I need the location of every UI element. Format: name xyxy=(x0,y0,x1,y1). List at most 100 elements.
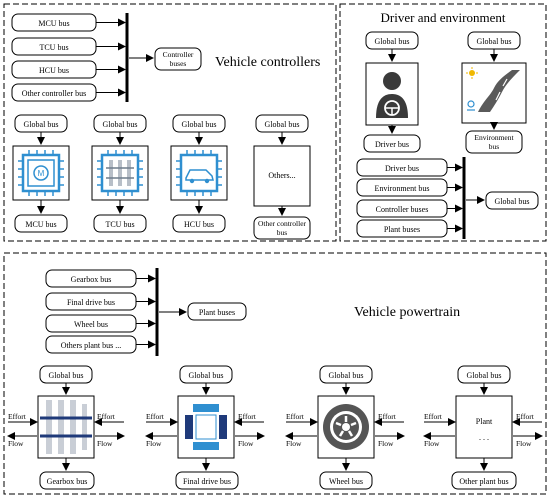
label-vp-effort: Effort xyxy=(424,412,443,421)
label-vc-units-3-out-1: bus xyxy=(277,228,288,237)
label-vp-inputs-1: Final drive bus xyxy=(67,298,115,307)
label-vp-flow: Flow xyxy=(424,439,440,448)
label-vp-units-3-inner-0: Plant xyxy=(476,417,493,426)
vc-unit-hcu: Global bus HCU bus xyxy=(170,114,228,233)
label-de-inputs-0: Driver bus xyxy=(385,164,419,173)
label-vp-effort: Effort xyxy=(97,412,116,421)
vp-output-bus: Plant buses xyxy=(187,302,247,321)
label-vc-units-2-out-0: HCU bus xyxy=(184,220,214,229)
final-drive-icon xyxy=(185,404,227,450)
de-input-bus: Driver bus xyxy=(356,158,463,177)
vp-input-bus: Final drive bus xyxy=(45,292,156,311)
de-input-buses: Driver bus Environment bus Controller bu… xyxy=(356,158,463,238)
vp-unit-other-plant: Global bus Plant . . . Effort Flow Effor… xyxy=(423,365,543,490)
label-vp-units-3-in: Global bus xyxy=(467,371,502,380)
label-vc-output-1: buses xyxy=(170,59,187,68)
vp-input-bus: Gearbox bus xyxy=(45,269,156,288)
vp-unit-final-drive: Global bus Effort Flow Effort Flow Final… xyxy=(145,365,265,490)
label-vp-flow: Flow xyxy=(516,439,532,448)
label-de-units-1-out-0: Environment xyxy=(474,133,514,142)
de-input-bus: Plant buses xyxy=(356,219,463,238)
gearbox-icon xyxy=(40,400,92,454)
label-vp-inputs-3: Others plant bus ... xyxy=(61,341,121,350)
label-vp-units-3-inner-1: . . . xyxy=(479,433,489,442)
de-unit-environment: Global bus Environment bus xyxy=(461,31,527,154)
label-vp-inputs-2: Wheel bus xyxy=(74,320,108,329)
vp-input-bus: Wheel bus xyxy=(45,314,156,333)
vc-input-bus: HCU bus xyxy=(11,60,126,79)
label-vc-inputs-0: MCU bus xyxy=(38,19,69,28)
vp-title: Vehicle powertrain xyxy=(354,305,460,320)
label-vc-output-0: Controller xyxy=(163,50,194,59)
label-vc-units-1-in: Global bus xyxy=(103,120,138,129)
label-vc-units-0-out-0: MCU bus xyxy=(25,220,56,229)
road-icon xyxy=(466,67,520,112)
vc-input-bus: TCU bus xyxy=(11,37,126,56)
de-output-bus: Global bus xyxy=(485,191,539,210)
label-vp-effort: Effort xyxy=(146,412,165,421)
label-vc-units-3-inner: Others... xyxy=(268,171,295,180)
label-de-units-0-out-0: Driver bus xyxy=(375,140,409,149)
label-vc-inputs-3: Other controller bus xyxy=(22,89,86,98)
label-vp-flow: Flow xyxy=(146,439,162,448)
vc-unit-mcu: Global bus M MCU bus xyxy=(12,114,70,233)
tcu-chip-icon xyxy=(97,150,143,196)
vc-input-bus: MCU bus xyxy=(11,13,126,32)
label-vp-units-2-out: Wheel bus xyxy=(329,477,363,486)
label-de-output: Global bus xyxy=(495,197,530,206)
driver-icon xyxy=(376,72,408,118)
label-vp-effort: Effort xyxy=(238,412,257,421)
label-vp-units-0-out: Gearbox bus xyxy=(47,477,88,486)
svg-text:M: M xyxy=(38,169,45,178)
label-vc-units-3-out-0: Other controller xyxy=(258,219,307,228)
driver-environment-frame xyxy=(339,3,547,242)
label-de-inputs-2: Controller buses xyxy=(376,205,429,214)
label-vp-effort: Effort xyxy=(378,412,397,421)
de-title: Driver and environment xyxy=(381,10,506,25)
label-vp-inputs-0: Gearbox bus xyxy=(71,275,112,284)
label-de-inputs-1: Environment bus xyxy=(375,184,430,193)
label-vp-units-1-out: Final drive bus xyxy=(183,477,231,486)
de-input-bus: Controller buses xyxy=(356,199,463,218)
label-vp-effort: Effort xyxy=(8,412,27,421)
label-vp-flow: Flow xyxy=(97,439,113,448)
label-vc-units-0-in: Global bus xyxy=(24,120,59,129)
vehicle-powertrain-frame xyxy=(3,252,547,495)
vehicle-controllers-frame xyxy=(3,3,337,242)
label-vp-units-0-in: Global bus xyxy=(49,371,84,380)
mcu-chip-icon: M xyxy=(18,150,64,196)
label-vc-units-2-in: Global bus xyxy=(182,120,217,129)
label-vp-units-3-out: Other plant bus xyxy=(459,477,508,486)
label-vc-units-1-out-0: TCU bus xyxy=(105,220,134,229)
label-vp-effort: Effort xyxy=(516,412,535,421)
label-vp-flow: Flow xyxy=(238,439,254,448)
label-de-units-1-out-1: bus xyxy=(489,142,500,151)
vc-input-buses: MCU bus TCU bus HCU bus Other controller… xyxy=(11,13,126,102)
de-unit-driver: Global bus Driver bus xyxy=(363,31,421,153)
vp-unit-gearbox: Global bus Effort Flow Effort Flow Gearb… xyxy=(7,365,125,490)
label-de-inputs-3: Plant buses xyxy=(384,225,420,234)
label-vp-flow: Flow xyxy=(8,439,24,448)
vc-output-bus: Controller buses xyxy=(154,47,202,71)
vc-unit-tcu: Global bus TCU bus xyxy=(91,114,149,233)
hcu-chip-icon xyxy=(176,150,222,196)
label-vp-flow: Flow xyxy=(286,439,302,448)
label-de-units-0-in: Global bus xyxy=(375,37,410,46)
vp-input-buses: Gearbox bus Final drive bus Wheel bus Ot… xyxy=(45,269,156,354)
label-vp-units-2-in: Global bus xyxy=(329,371,364,380)
label-vp-units-1-in: Global bus xyxy=(189,371,224,380)
label-vp-effort: Effort xyxy=(286,412,305,421)
label-vp-output: Plant buses xyxy=(199,308,235,317)
vc-unit-others: Global bus Others... Other controller bu… xyxy=(253,114,311,240)
label-vp-flow: Flow xyxy=(378,439,394,448)
vp-input-bus: Others plant bus ... xyxy=(45,335,156,354)
vp-unit-wheel: Global bus Effort Flow Effort Flow Wheel… xyxy=(285,365,405,490)
label-vc-inputs-1: TCU bus xyxy=(39,43,68,52)
label-de-units-1-in: Global bus xyxy=(477,37,512,46)
de-input-bus: Environment bus xyxy=(356,178,463,197)
vc-input-bus: Other controller bus xyxy=(11,83,126,102)
label-vc-inputs-2: HCU bus xyxy=(39,66,69,75)
vc-title: Vehicle controllers xyxy=(215,55,320,70)
wheel-icon xyxy=(323,404,369,450)
label-vc-units-3-in: Global bus xyxy=(265,120,300,129)
